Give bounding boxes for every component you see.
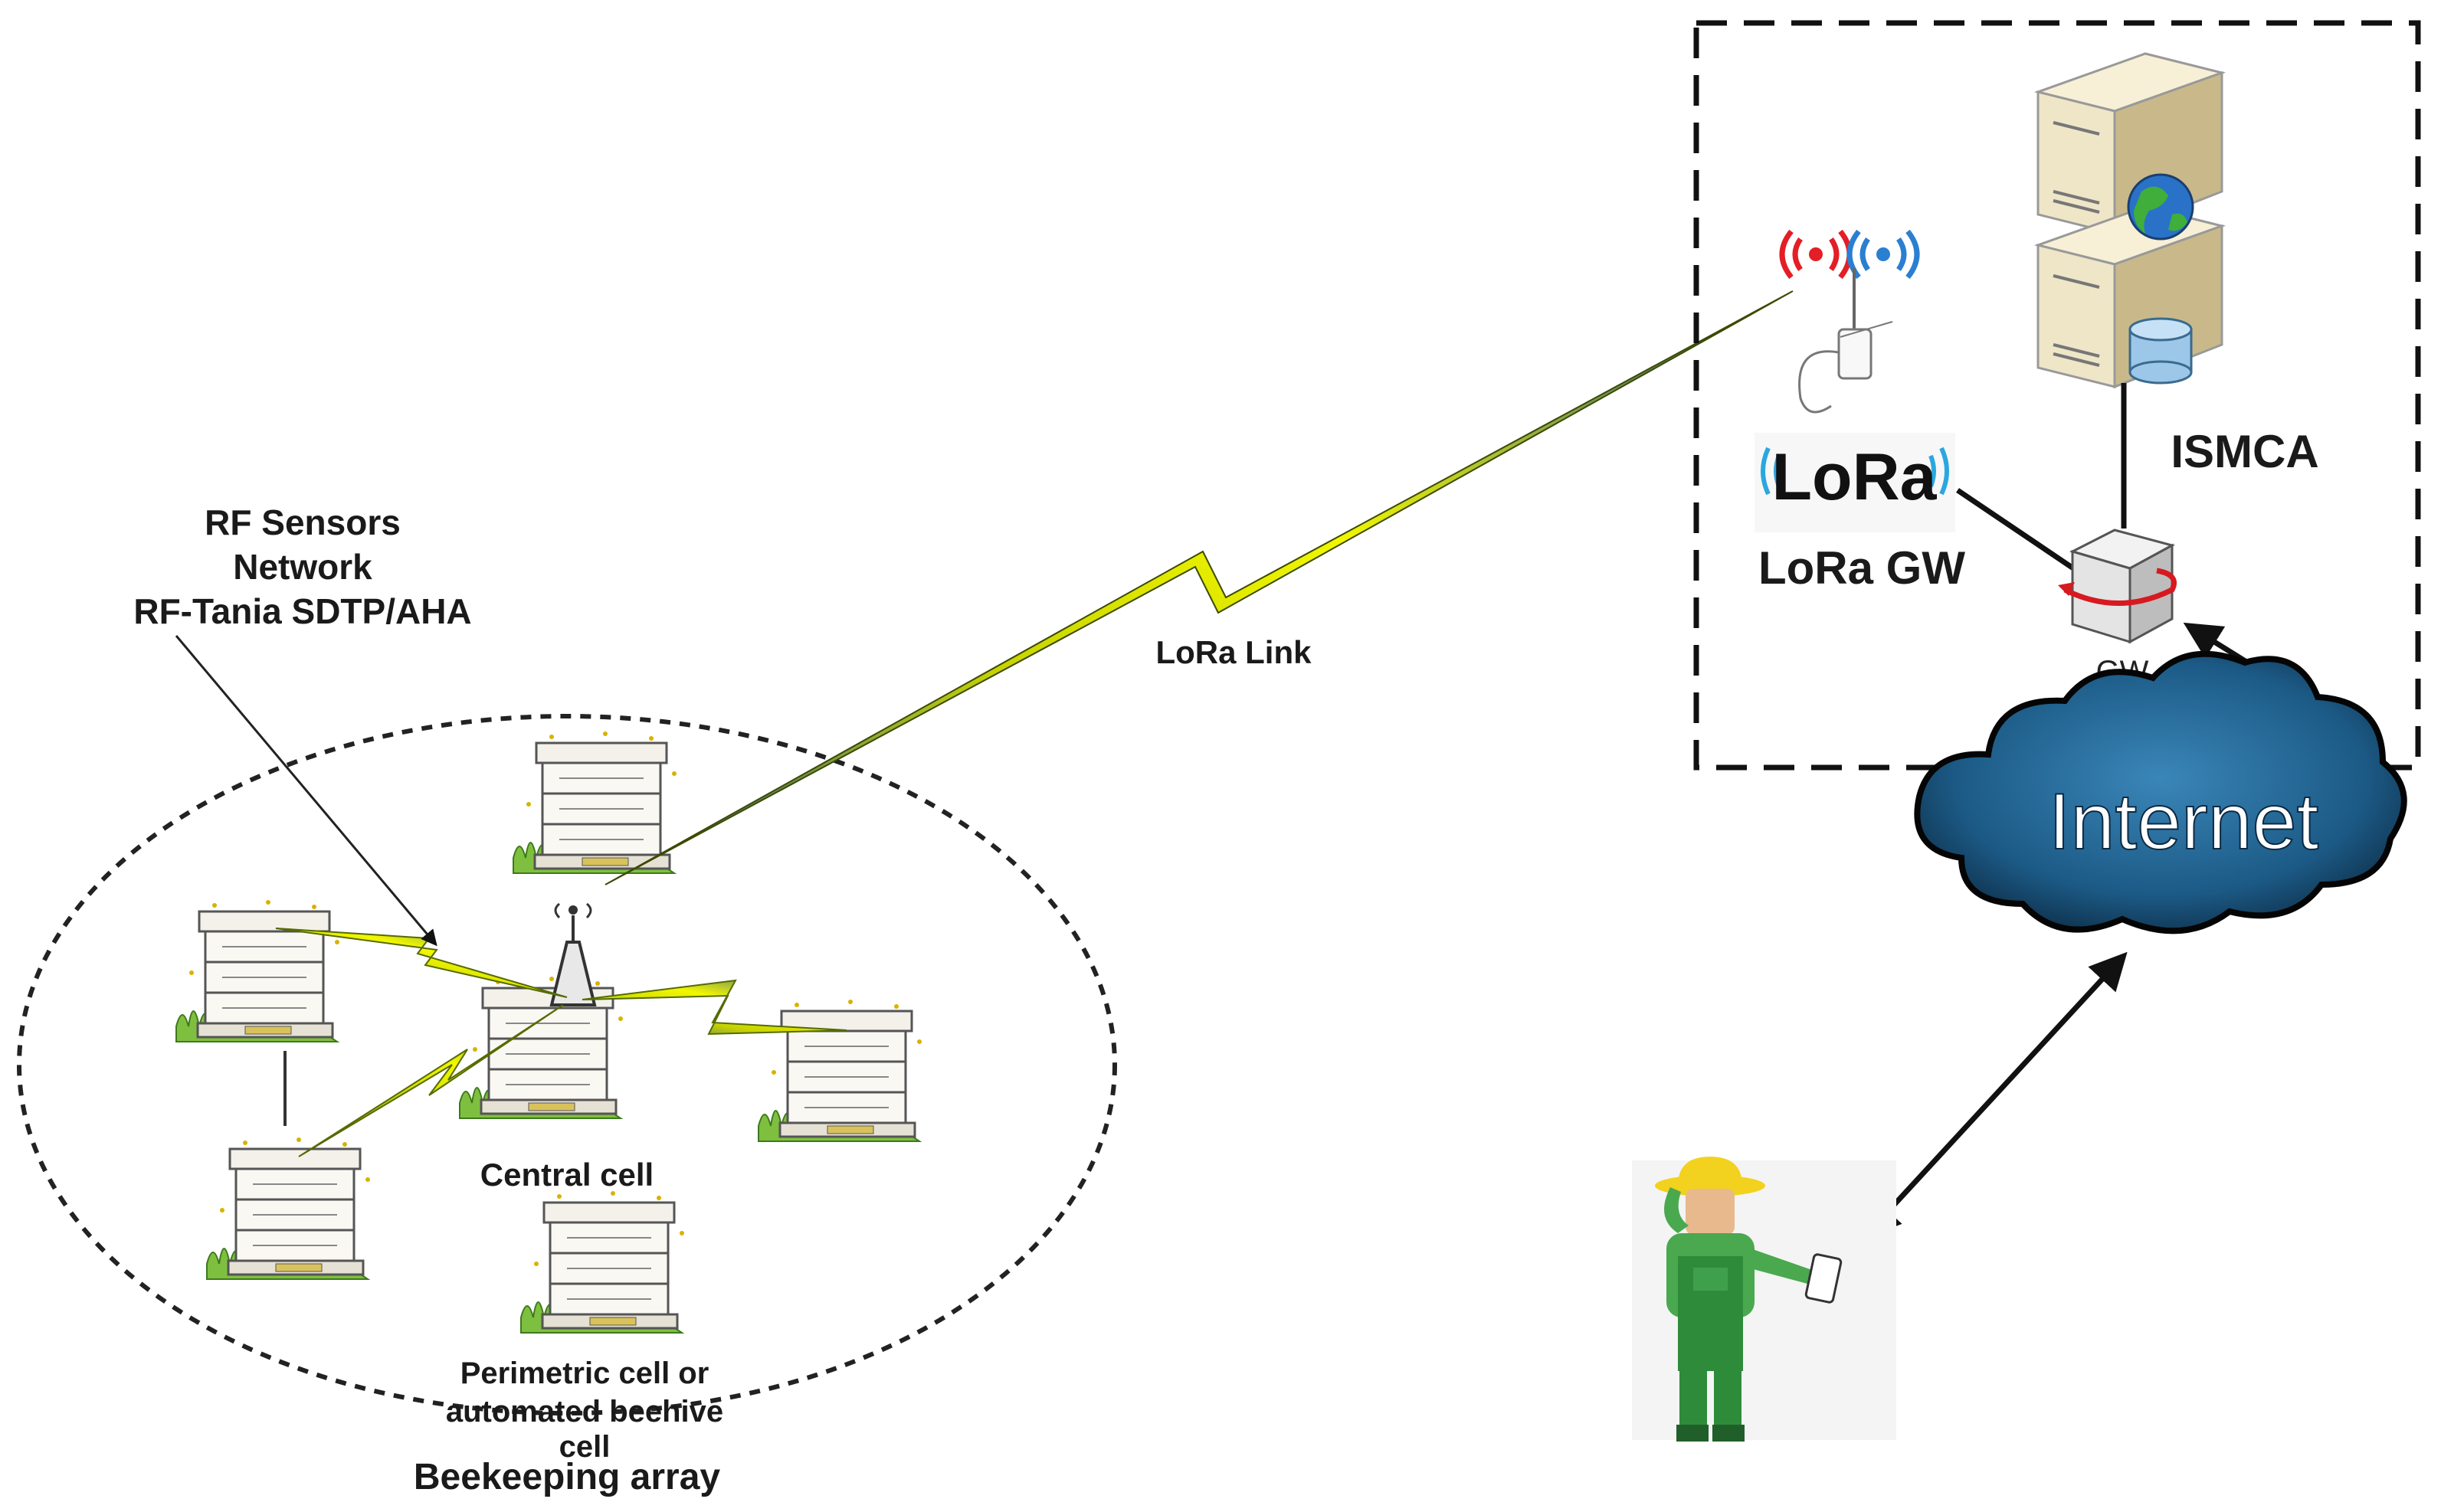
- lora-logo: LoRa: [1755, 433, 1955, 532]
- central-cell-label: Central cell: [480, 1157, 654, 1193]
- rf-network-leader-line: [175, 635, 437, 947]
- perimetric-cell-label-line1: Perimetric cell or: [460, 1357, 709, 1390]
- internet-cloud-icon: Internet: [1914, 650, 2407, 934]
- beehive-bottom: [519, 1190, 686, 1334]
- rf-network-label-line3: RF-Tania SDTP/AHA: [133, 591, 471, 631]
- lora-gateway-device-icon: [1798, 268, 1893, 414]
- beekeeper-farmer-icon: [1632, 1157, 1896, 1442]
- wireless-signal-icon: [1779, 229, 1920, 280]
- lora-link-bolt: [605, 290, 1794, 885]
- perimetric-cell-label-line2: automated beehive: [446, 1395, 723, 1429]
- beehive-bottom-left: [205, 1136, 372, 1281]
- beehive-top: [512, 730, 678, 875]
- rf-network-label-line1: RF Sensors: [205, 502, 401, 542]
- smartphone-icon: [1804, 1253, 1843, 1304]
- globe-icon: [2127, 173, 2194, 241]
- rf-link-right: [582, 979, 847, 1036]
- beekeeping-array-label: Beekeeping array: [414, 1457, 721, 1497]
- rf-network-label-line2: Network: [233, 547, 372, 587]
- lora-logo-text: LoRa: [1772, 440, 1938, 514]
- internet-farmer-arrow: [1863, 951, 2128, 1239]
- lora-link-label: LoRa Link: [1155, 634, 1312, 670]
- beekeeping-array-boundary: [17, 714, 1117, 1415]
- perimetric-cell-label-line3: cell: [559, 1430, 611, 1464]
- beehive-left: [175, 898, 341, 1043]
- beehive-right: [757, 998, 923, 1143]
- lora-gw-label: LoRa GW: [1758, 542, 1965, 594]
- ismca-label: ISMCA: [2171, 426, 2318, 477]
- rf-link-bottom-left: [298, 1004, 564, 1157]
- lora-to-gw-line: [1956, 488, 2082, 575]
- gateway-router-icon: [2058, 529, 2177, 644]
- internet-label: Internet: [2049, 777, 2319, 866]
- central-antenna-icon: [549, 902, 597, 1006]
- database-icon: [2128, 317, 2193, 385]
